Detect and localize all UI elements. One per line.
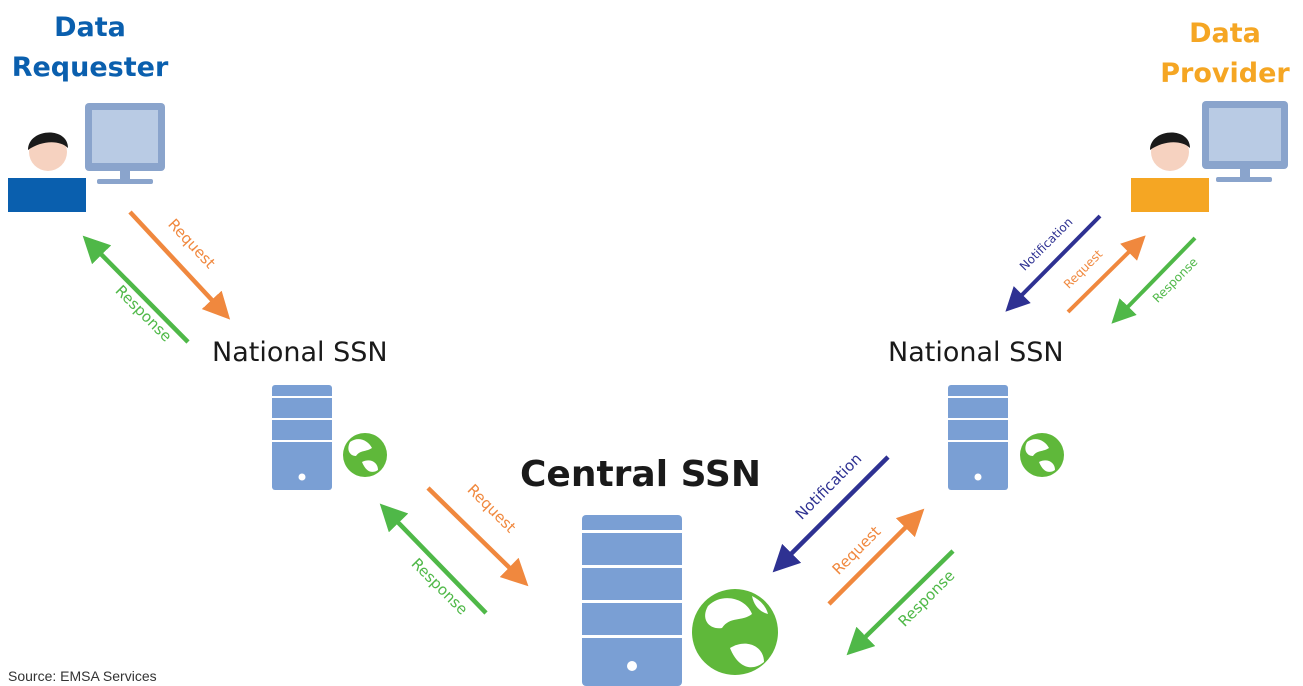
left-upper-response-label: Response (112, 282, 176, 346)
left-upper-response-arrow (82, 235, 190, 344)
national-ssn-right-label: National SSN (888, 337, 1064, 368)
right-lower-notification-label: Notification (792, 450, 866, 524)
national-ssn-left-globe-icon (340, 430, 390, 480)
right-upper-notification-arrow (1005, 214, 1102, 312)
left-upper-request-label: Request (164, 215, 219, 272)
source-note: Source: EMSA Services (8, 668, 157, 684)
national-ssn-left-label: National SSN (212, 337, 388, 368)
right-lower-request-arrow (827, 508, 925, 606)
right-upper-response-label: Response (1150, 255, 1201, 306)
left-lower-response-arrow (379, 503, 488, 615)
central-ssn-label: Central SSN (520, 454, 761, 495)
requester-title-line1: Data (54, 12, 126, 43)
central-ssn-server-icon (582, 515, 682, 686)
central-ssn-globe-icon (687, 584, 783, 680)
national-ssn-right-server-icon (948, 385, 1008, 490)
provider-title: Data Provider (1150, 14, 1300, 94)
provider-title-line2: Provider (1160, 58, 1290, 89)
requester-user-computer-icon (8, 103, 165, 212)
national-ssn-left-server-icon (272, 385, 332, 490)
right-lower-notification-arrow (772, 455, 890, 573)
provider-title-line1: Data (1189, 18, 1261, 49)
national-ssn-right-globe-icon (1017, 430, 1067, 480)
left-lower-request-arrow (426, 486, 529, 587)
right-upper-notification-label: Notification (1017, 215, 1076, 274)
requester-title: Data Requester (0, 8, 180, 88)
right-upper-request-label: Request (1061, 247, 1106, 292)
left-upper-request-arrow (128, 210, 231, 320)
provider-user-computer-icon (1131, 101, 1288, 212)
right-upper-request-arrow (1066, 235, 1146, 314)
right-upper-response-arrow (1111, 236, 1197, 324)
right-lower-request-label: Request (829, 522, 885, 578)
right-lower-response-arrow (846, 549, 955, 656)
requester-title-line2: Requester (11, 52, 169, 83)
